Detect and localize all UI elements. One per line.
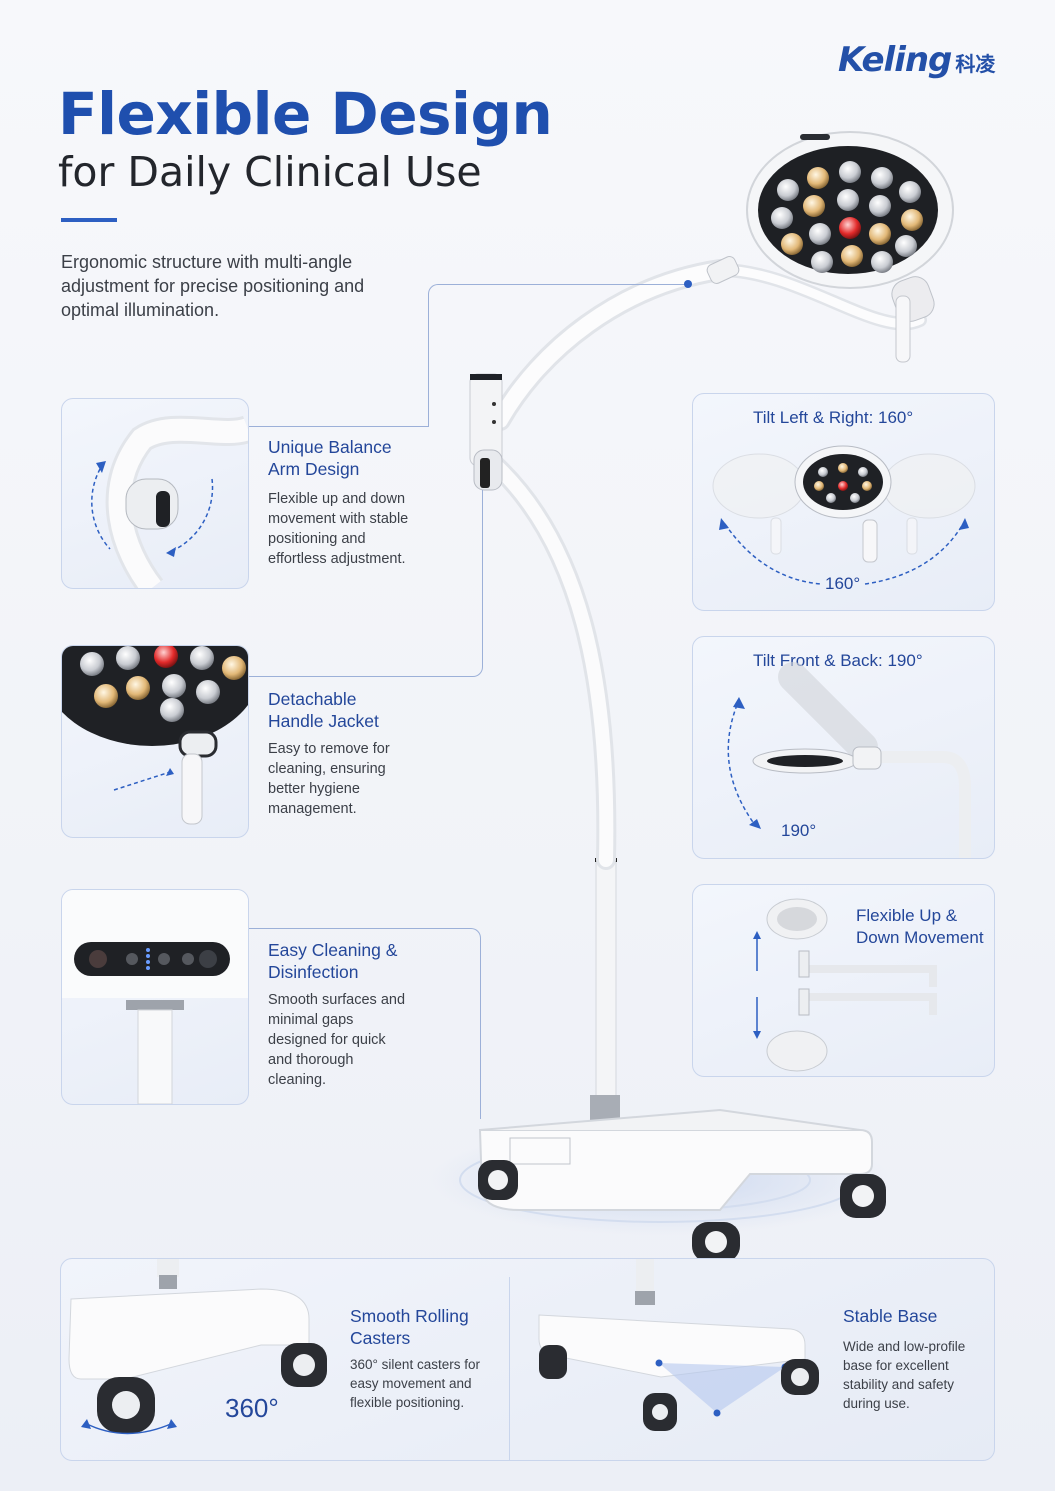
feature-image-balance-arm [61,398,249,589]
connector-line-clean [248,928,481,1119]
lamp-illustration [430,131,954,1260]
up-down-title: Flexible Up &Down Movement [856,906,984,947]
feature-desc-handle-jacket: Easy to remove for cleaning, ensuring be… [268,741,390,817]
connector-dot [684,280,692,288]
feature-desc-balance-arm: Flexible up and down movement with stabl… [268,491,409,567]
feature-title-stable-base: Stable Base [843,1306,938,1326]
title-underline [61,218,117,222]
headline-line1: Flexible Design [58,80,553,148]
feature-image-handle-jacket [61,645,249,838]
bottom-divider [509,1277,510,1460]
card-up-down-movement: Flexible Up &Down Movement [692,884,995,1077]
tilt-left-right-degree: 160° [825,574,861,593]
connector-line-arm-h [248,426,428,427]
connector-line-arm [428,284,689,427]
feature-desc-stable-base: Wide and low-profile base for excellent … [843,1339,966,1411]
caster-degree: 360° [225,1393,279,1423]
card-tilt-left-right: Tilt Left & Right: 160° 160° [692,393,995,611]
feature-desc-easy-cleaning: Smooth surfaces and minimal gaps designe… [268,992,406,1088]
feature-image-easy-cleaning [61,889,249,1105]
feature-title-easy-cleaning: Easy Cleaning &Disinfection [268,940,398,982]
feature-desc-smooth-casters: 360° silent casters for easy movement an… [350,1357,480,1410]
intro-text: Ergonomic structure with multi-angle adj… [61,252,365,320]
brand-chinese: 科凌 [955,54,996,76]
tilt-front-back-degree: 190° [781,821,817,840]
card-tilt-front-back: Tilt Front & Back: 190° 190° [692,636,995,859]
tilt-left-right-title: Tilt Left & Right: 160° [753,408,914,427]
headline-line2: for Daily Clinical Use [58,148,482,196]
brand-logo: Keling 科凌 [838,40,995,80]
brand-name: Keling [838,40,952,80]
connector-line-handle [248,490,483,677]
